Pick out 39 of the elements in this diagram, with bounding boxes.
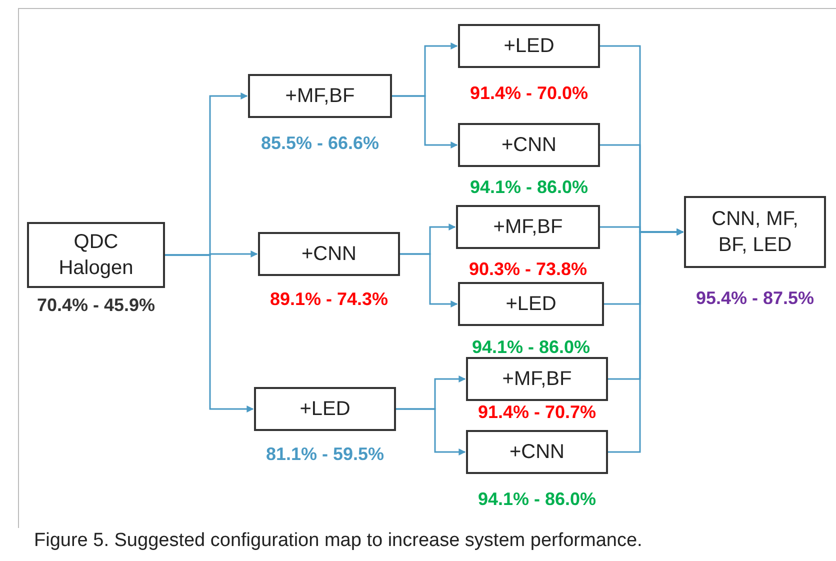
box-label: CNN, MF, BF, LED (710, 207, 800, 258)
process-box (466, 357, 608, 401)
box-label: QDC Halogen (58, 230, 134, 281)
process-box (27, 222, 165, 288)
process-box (458, 123, 600, 167)
process-box (466, 430, 608, 474)
accuracy-range: 89.1% - 74.3% (268, 288, 390, 311)
accuracy-range: 70.4% - 45.9% (36, 294, 156, 317)
accuracy-range: 94.1% - 86.0% (470, 336, 592, 359)
process-box (684, 196, 826, 268)
accuracy-range: 95.4% - 87.5% (694, 287, 816, 310)
accuracy-range: 91.4% - 70.0% (468, 82, 590, 105)
accuracy-range: 81.1% - 59.5% (264, 443, 386, 466)
accuracy-range: 90.3% - 73.8% (468, 258, 588, 281)
connector-arrow (396, 408, 466, 456)
box-label: +MF,BF (285, 84, 355, 109)
box-label: +MF,BF (493, 215, 563, 240)
box-label: +LED (506, 292, 556, 317)
connector-arrow (392, 95, 458, 148)
box-label: +CNN (501, 133, 556, 158)
process-box (458, 24, 600, 68)
connector-arrow (165, 254, 254, 412)
figure-caption: Figure 5. Suggested configuration map to increase system performance. (34, 529, 642, 553)
box-label: +MF,BF (502, 367, 572, 392)
process-box (458, 282, 604, 326)
accuracy-range: 94.1% - 86.0% (468, 176, 590, 199)
process-box (254, 387, 396, 431)
box-label: +CNN (301, 242, 356, 267)
box-label: +CNN (509, 440, 564, 465)
process-box (258, 232, 400, 276)
connector-arrow (608, 228, 684, 453)
accuracy-range: 85.5% - 66.6% (260, 132, 380, 155)
box-label: +LED (300, 397, 350, 422)
accuracy-range: 94.1% - 86.0% (476, 488, 598, 511)
accuracy-range: 91.4% - 70.7% (476, 401, 598, 424)
process-box (456, 205, 600, 249)
box-label: +LED (504, 34, 554, 59)
process-box (248, 74, 392, 118)
connector-arrow (400, 253, 458, 308)
